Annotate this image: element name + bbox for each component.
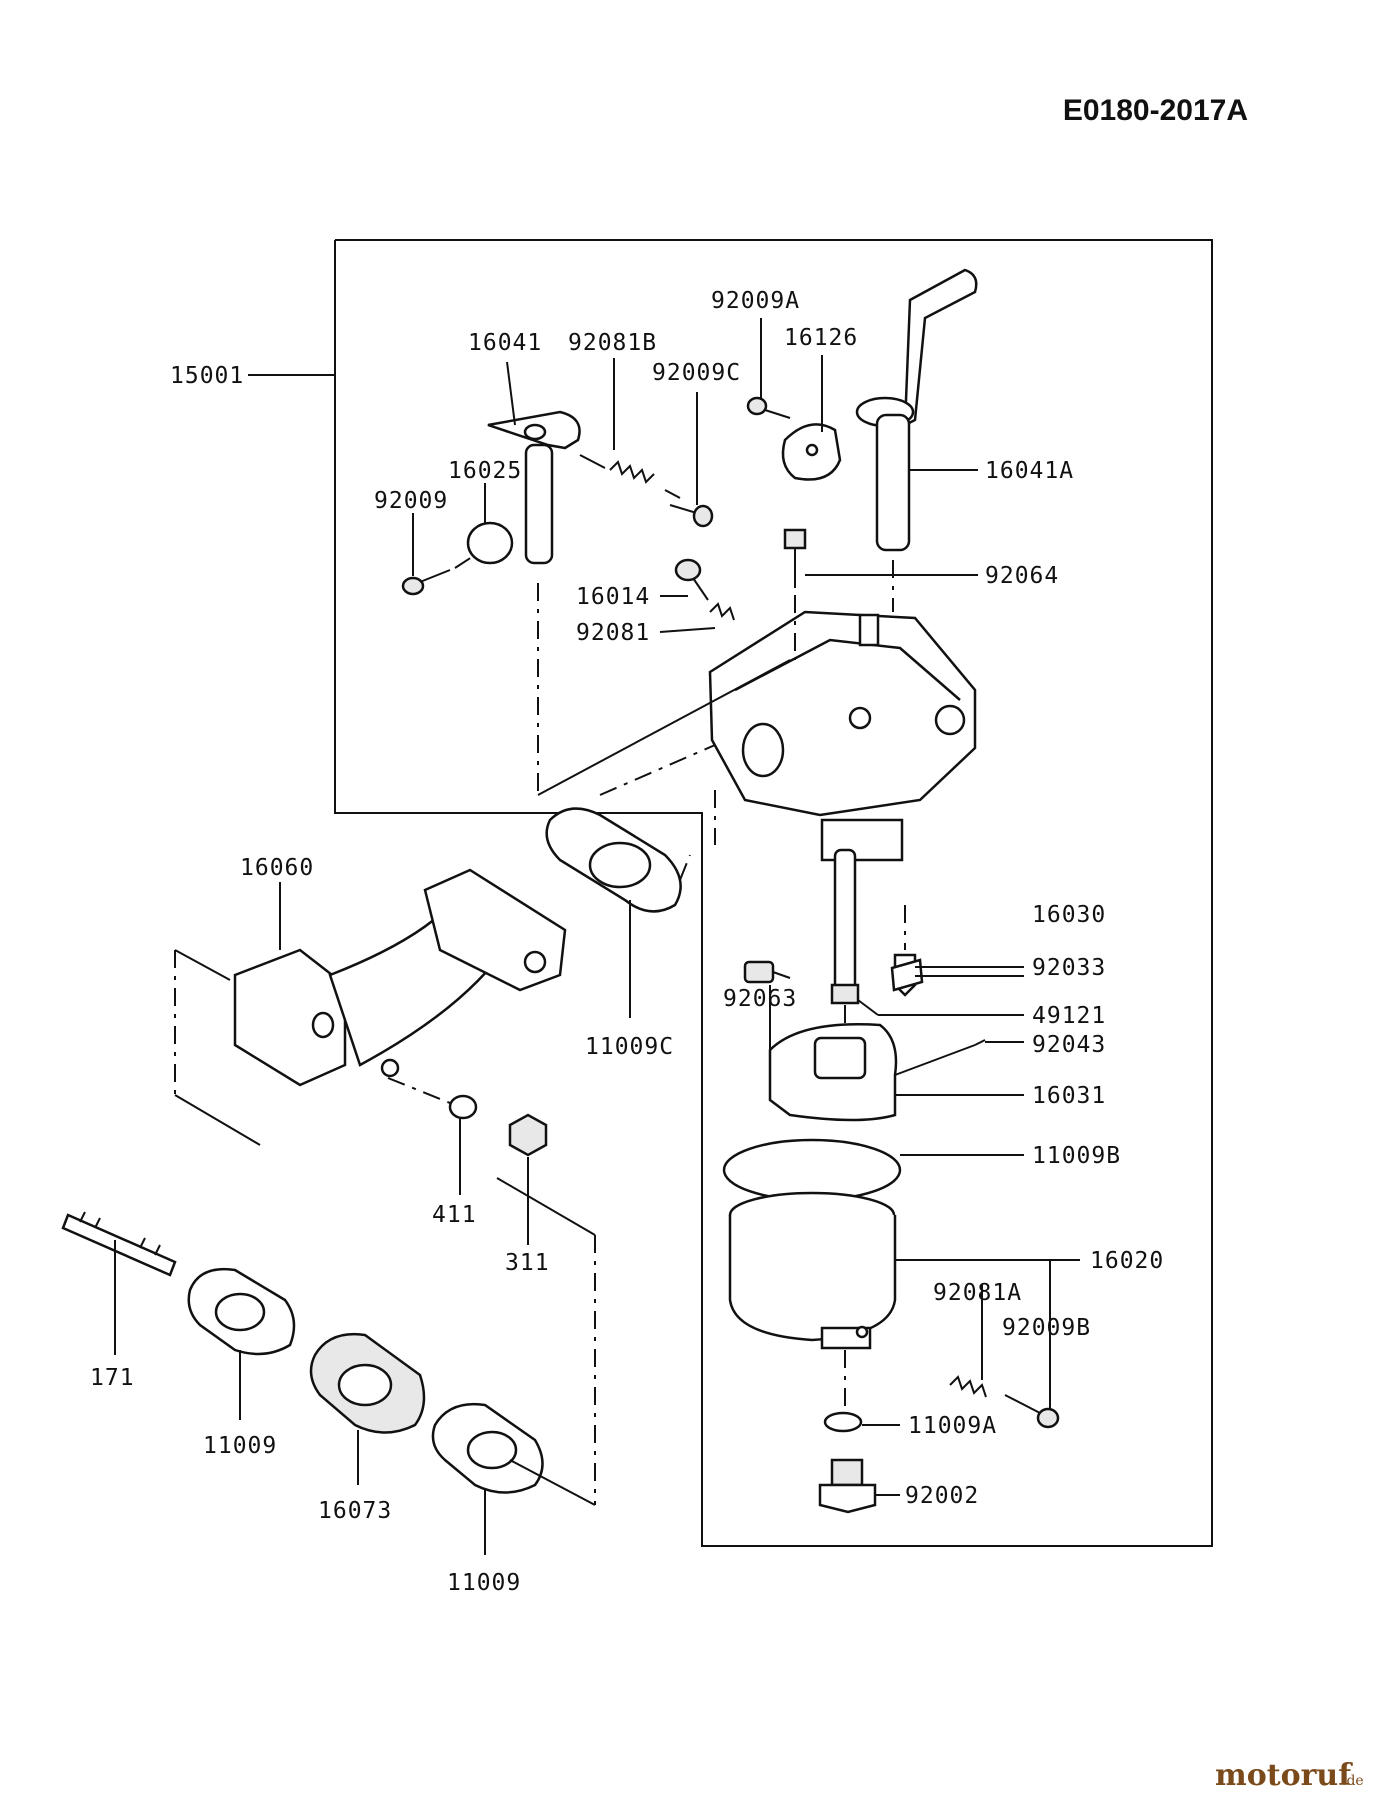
screw-92064-drawing <box>783 528 807 588</box>
choke-shaft-drawing <box>855 268 978 552</box>
stud-171-drawing <box>61 1211 177 1277</box>
bolt-92002-drawing <box>818 1458 877 1514</box>
gasket-11009-lower-drawing <box>431 1402 544 1494</box>
part-label-92063: 92063 <box>723 986 797 1012</box>
part-label-16126: 16126 <box>784 325 858 351</box>
part-label-92033: 92033 <box>1032 955 1106 981</box>
part-label-11009c: 11009C <box>585 1034 674 1060</box>
intake-pipe-drawing <box>233 868 567 1087</box>
part-label-92009c: 92009C <box>652 360 741 386</box>
part-label-11009-lower: 11009 <box>447 1570 521 1596</box>
screw-92009a-drawing <box>746 396 791 419</box>
part-label-16031: 16031 <box>1032 1083 1106 1109</box>
diagram-reference-code: E0180-2017A <box>1063 94 1248 127</box>
part-label-16041a: 16041A <box>985 458 1074 484</box>
part-label-16020: 16020 <box>1090 1248 1164 1274</box>
part-label-311: 311 <box>505 1250 550 1276</box>
watermark-suffix: .de <box>1342 1773 1364 1789</box>
part-label-92081: 92081 <box>576 620 650 646</box>
part-label-16041: 16041 <box>468 330 542 356</box>
throttle-valve-drawing <box>466 521 514 565</box>
spring-92081b-drawing <box>579 454 681 499</box>
pin-92033-drawing <box>890 958 924 992</box>
carburetor-body-drawing <box>708 610 977 862</box>
nut-311-drawing <box>508 1113 548 1157</box>
washer-411-drawing <box>448 1094 478 1120</box>
gasket-11009-upper-drawing <box>187 1267 296 1356</box>
insulator-16073-drawing <box>309 1332 426 1434</box>
screw-92009c-drawing <box>669 504 714 528</box>
washer-11009a-drawing <box>823 1411 863 1433</box>
part-label-92081b: 92081B <box>568 330 657 356</box>
part-label-411: 411 <box>432 1202 477 1228</box>
float-bowl-16020-drawing <box>728 1191 897 1350</box>
gasket-11009c-drawing <box>545 807 682 913</box>
part-label-16030: 16030 <box>1032 902 1106 928</box>
spring-92081a-drawing <box>949 1375 987 1398</box>
assembly-center-lines <box>174 560 906 1506</box>
part-label-16014: 16014 <box>576 584 650 610</box>
assembly-outline <box>334 239 1213 1547</box>
brand-watermark: motoruf .de <box>1215 1758 1364 1793</box>
screw-16014-drawing <box>674 558 709 601</box>
nozzle-49121-drawing <box>830 848 860 1005</box>
part-label-16073: 16073 <box>318 1498 392 1524</box>
part-label-16060: 16060 <box>240 855 314 881</box>
screw-92009b-drawing <box>1004 1394 1060 1429</box>
part-label-92002: 92002 <box>905 1483 979 1509</box>
float-16031-drawing <box>768 1023 986 1122</box>
part-label-92043: 92043 <box>1032 1032 1106 1058</box>
part-label-16025: 16025 <box>448 458 522 484</box>
choke-valve-drawing <box>781 423 842 481</box>
part-label-92009b: 92009B <box>1002 1315 1091 1341</box>
oring-11009b-drawing <box>722 1138 902 1202</box>
leader-lines <box>114 318 1080 1555</box>
part-label-49121: 49121 <box>1032 1003 1106 1029</box>
part-label-92009a: 92009A <box>711 288 800 314</box>
part-label-11009-upper: 11009 <box>203 1433 277 1459</box>
part-label-171: 171 <box>90 1365 135 1391</box>
part-label-92009: 92009 <box>374 488 448 514</box>
part-label-92064: 92064 <box>985 563 1059 589</box>
part-label-11009b: 11009B <box>1032 1143 1121 1169</box>
part-label-11009a: 11009A <box>908 1413 997 1439</box>
jet-92063-drawing <box>743 960 791 984</box>
watermark-brand: motoruf <box>1215 1758 1353 1793</box>
spring-92081-drawing <box>709 602 735 621</box>
part-label-15001: 15001 <box>170 363 244 389</box>
throttle-shaft-drawing <box>487 410 581 565</box>
screw-92009-drawing <box>401 554 476 596</box>
part-label-92081a: 92081A <box>933 1280 1022 1306</box>
part-number-labels: 15001 16041 92081B 92009A 16126 92009C 1… <box>90 288 1164 1596</box>
